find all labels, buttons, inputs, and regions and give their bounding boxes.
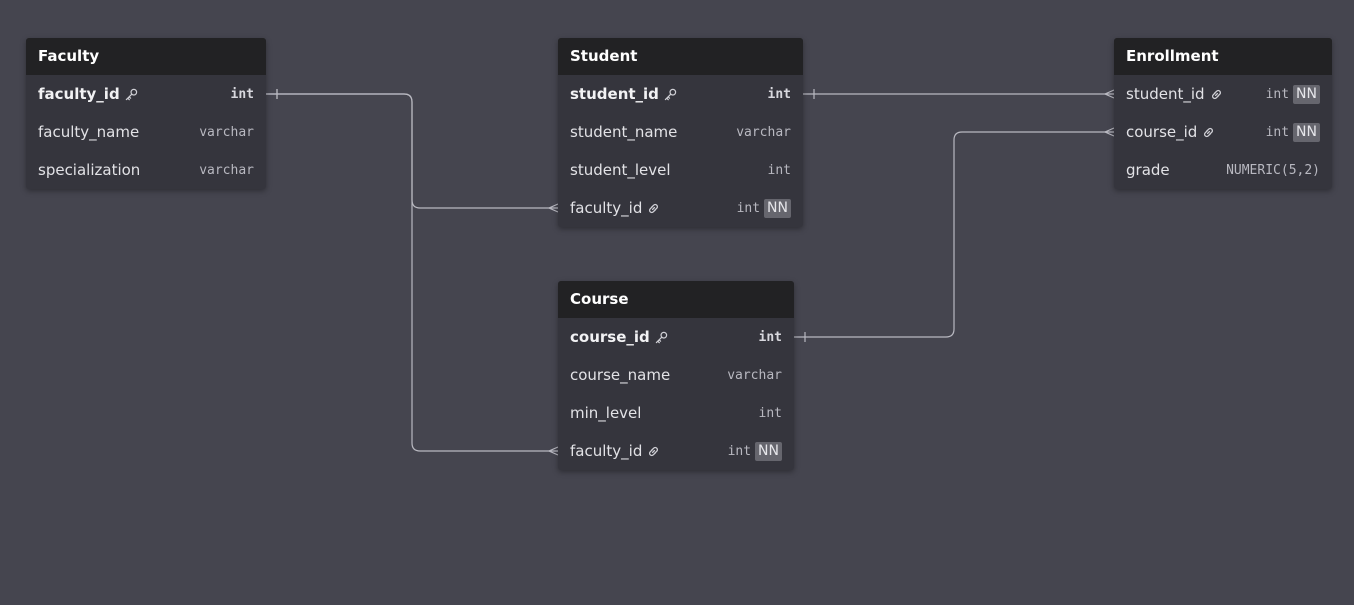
column-row-course-name[interactable]: course_name varchar bbox=[558, 356, 794, 394]
column-name: faculty_id bbox=[570, 442, 643, 460]
column-name: student_id bbox=[570, 85, 659, 103]
column-row-student-id[interactable]: student_id int bbox=[558, 75, 803, 113]
column-type: int bbox=[736, 200, 761, 216]
column-name: grade bbox=[1126, 161, 1170, 179]
column-type: int bbox=[1265, 86, 1290, 102]
column-name: course_id bbox=[570, 328, 650, 346]
column-name: faculty_id bbox=[570, 199, 643, 217]
column-type-group: varchar bbox=[199, 125, 254, 140]
column-name-group: course_name bbox=[570, 366, 670, 384]
column-row-student-name[interactable]: student_name varchar bbox=[558, 113, 803, 151]
column-row-course-id[interactable]: course_id int bbox=[558, 318, 794, 356]
not-null-badge: NN bbox=[755, 441, 782, 461]
column-type-group: int bbox=[759, 406, 782, 421]
column-name: course_id bbox=[1126, 123, 1198, 141]
column-name-group: student_level bbox=[570, 161, 671, 179]
not-null-badge: NN bbox=[1293, 122, 1320, 142]
column-row-faculty-name[interactable]: faculty_name varchar bbox=[26, 113, 266, 151]
key-icon bbox=[655, 331, 668, 344]
column-type: varchar bbox=[736, 124, 791, 140]
column-name-group: grade bbox=[1126, 161, 1170, 179]
many-marker bbox=[547, 203, 559, 213]
column-name: min_level bbox=[570, 404, 642, 422]
column-type: varchar bbox=[199, 124, 254, 140]
column-row-specialization[interactable]: specialization varchar bbox=[26, 151, 266, 189]
column-type-group: NUMERIC(5,2) bbox=[1226, 163, 1320, 178]
column-type: int bbox=[758, 329, 782, 345]
table-header[interactable]: Course bbox=[558, 281, 794, 318]
column-type: NUMERIC(5,2) bbox=[1226, 162, 1320, 178]
column-type-group: varchar bbox=[199, 163, 254, 178]
many-marker bbox=[1103, 89, 1115, 99]
column-name: student_level bbox=[570, 161, 671, 179]
column-type: varchar bbox=[727, 367, 782, 383]
column-name-group: faculty_name bbox=[38, 123, 139, 141]
column-row-student-level[interactable]: student_level int bbox=[558, 151, 803, 189]
many-marker bbox=[1103, 127, 1115, 137]
column-name: faculty_name bbox=[38, 123, 140, 141]
relationship-line-1 bbox=[266, 93, 558, 452]
column-name: specialization bbox=[38, 161, 141, 179]
column-type-group: int bbox=[759, 330, 782, 345]
column-row-faculty-id[interactable]: faculty_id int bbox=[26, 75, 266, 113]
key-icon bbox=[664, 88, 677, 101]
column-name-group: course_id bbox=[1126, 123, 1215, 141]
column-row-grade[interactable]: grade NUMERIC(5,2) bbox=[1114, 151, 1332, 189]
column-name: faculty_id bbox=[38, 85, 120, 103]
column-name-group: faculty_id bbox=[570, 199, 660, 217]
column-name-group: min_level bbox=[570, 404, 641, 422]
column-name-group: student_id bbox=[1126, 85, 1223, 103]
column-type: int bbox=[1265, 124, 1290, 140]
link-icon bbox=[647, 445, 660, 458]
column-name-group: course_id bbox=[570, 328, 668, 346]
column-type: int bbox=[758, 405, 782, 421]
column-name: student_id bbox=[1126, 85, 1205, 103]
column-name-group: faculty_id bbox=[570, 442, 660, 460]
link-icon bbox=[1210, 88, 1223, 101]
column-type: int bbox=[767, 86, 791, 102]
column-name-group: specialization bbox=[38, 161, 140, 179]
relationship-line-0 bbox=[266, 93, 558, 209]
table-header[interactable]: Student bbox=[558, 38, 803, 75]
column-name-group: student_name bbox=[570, 123, 677, 141]
relationship-line-3 bbox=[794, 131, 1114, 338]
column-type-group: int bbox=[768, 163, 791, 178]
column-row-min-level[interactable]: min_level int bbox=[558, 394, 794, 432]
link-icon bbox=[647, 202, 660, 215]
many-marker bbox=[547, 446, 559, 456]
column-type: int bbox=[727, 443, 752, 459]
key-icon bbox=[125, 88, 138, 101]
column-name: student_name bbox=[570, 123, 678, 141]
table-header[interactable]: Faculty bbox=[26, 38, 266, 75]
not-null-badge: NN bbox=[764, 198, 791, 218]
column-name-group: student_id bbox=[570, 85, 677, 103]
column-type: int bbox=[767, 162, 791, 178]
column-type: int bbox=[230, 86, 254, 102]
column-type-group: varchar bbox=[727, 368, 782, 383]
column-name-group: faculty_id bbox=[38, 85, 138, 103]
link-icon bbox=[1202, 126, 1215, 139]
not-null-badge: NN bbox=[1293, 84, 1320, 104]
column-type: varchar bbox=[199, 162, 254, 178]
column-type-group: int bbox=[768, 87, 791, 102]
column-type-group: int bbox=[231, 87, 254, 102]
column-name: course_name bbox=[570, 366, 671, 384]
column-type-group: varchar bbox=[736, 125, 791, 140]
table-header[interactable]: Enrollment bbox=[1114, 38, 1332, 75]
